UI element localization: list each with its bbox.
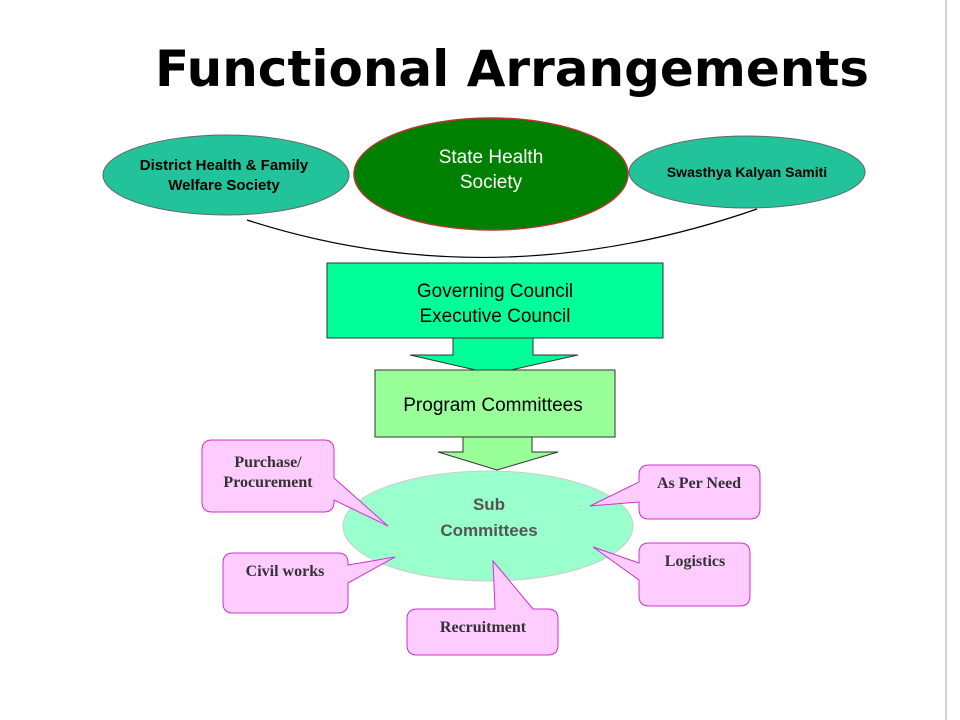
arrow-council-to-program xyxy=(409,335,579,375)
program-committees-label: Program Committees xyxy=(403,395,583,416)
right-edge-divider xyxy=(945,0,947,720)
program-committees-box: Program Committees xyxy=(374,369,616,438)
callout-as-per-need-shape xyxy=(589,464,761,520)
program-committees-rect xyxy=(374,369,616,438)
arrow-program-to-sub xyxy=(437,436,559,471)
callout-logistics: Logistics xyxy=(592,542,751,607)
callout-purchase-shape xyxy=(201,439,389,527)
callout-as-per-need-label: As Per Need xyxy=(657,475,741,492)
district-health-node: District Health & Family Welfare Society xyxy=(102,134,350,216)
connector-curve xyxy=(246,208,758,259)
callout-logistics-shape xyxy=(592,542,751,607)
callout-as-per-need: As Per Need xyxy=(589,464,761,520)
state-health-oval xyxy=(353,117,629,231)
page-title: Functional Arrangements xyxy=(155,40,869,98)
sub-committees-line-1: Sub xyxy=(473,495,505,514)
callout-recruitment: Recruitment xyxy=(406,559,559,656)
swasthya-kalyan-oval xyxy=(628,135,866,209)
state-health-line-1: State Health xyxy=(439,147,544,168)
district-health-line-2: Welfare Society xyxy=(168,177,280,194)
callout-purchase-line-1: Purchase/ xyxy=(234,454,302,471)
district-health-line-1: District Health & Family xyxy=(140,157,309,174)
callout-civil-works-shape xyxy=(222,552,396,614)
executive-council-label: Executive Council xyxy=(419,306,570,327)
governing-council-label: Governing Council xyxy=(417,281,573,302)
callout-purchase: Purchase/ Procurement xyxy=(201,439,389,527)
swasthya-kalyan-node: Swasthya Kalyan Samiti xyxy=(628,135,866,209)
sub-committees-oval xyxy=(342,470,634,582)
callout-civil-works-label: Civil works xyxy=(246,563,325,580)
callout-civil-works: Civil works xyxy=(222,552,396,614)
sub-committees-line-2: Committees xyxy=(440,521,537,540)
district-health-oval xyxy=(102,134,350,216)
council-box: Governing Council Executive Council xyxy=(326,262,664,339)
state-health-node: State Health Society xyxy=(353,117,629,231)
council-rect xyxy=(326,262,664,339)
swasthya-kalyan-label: Swasthya Kalyan Samiti xyxy=(667,164,827,180)
callout-logistics-label: Logistics xyxy=(665,553,725,570)
sub-committees-node: Sub Committees xyxy=(342,470,634,582)
callout-purchase-line-2: Procurement xyxy=(223,474,313,491)
callout-recruitment-shape xyxy=(406,559,559,656)
state-health-line-2: Society xyxy=(460,172,523,193)
callout-recruitment-label: Recruitment xyxy=(440,619,527,636)
